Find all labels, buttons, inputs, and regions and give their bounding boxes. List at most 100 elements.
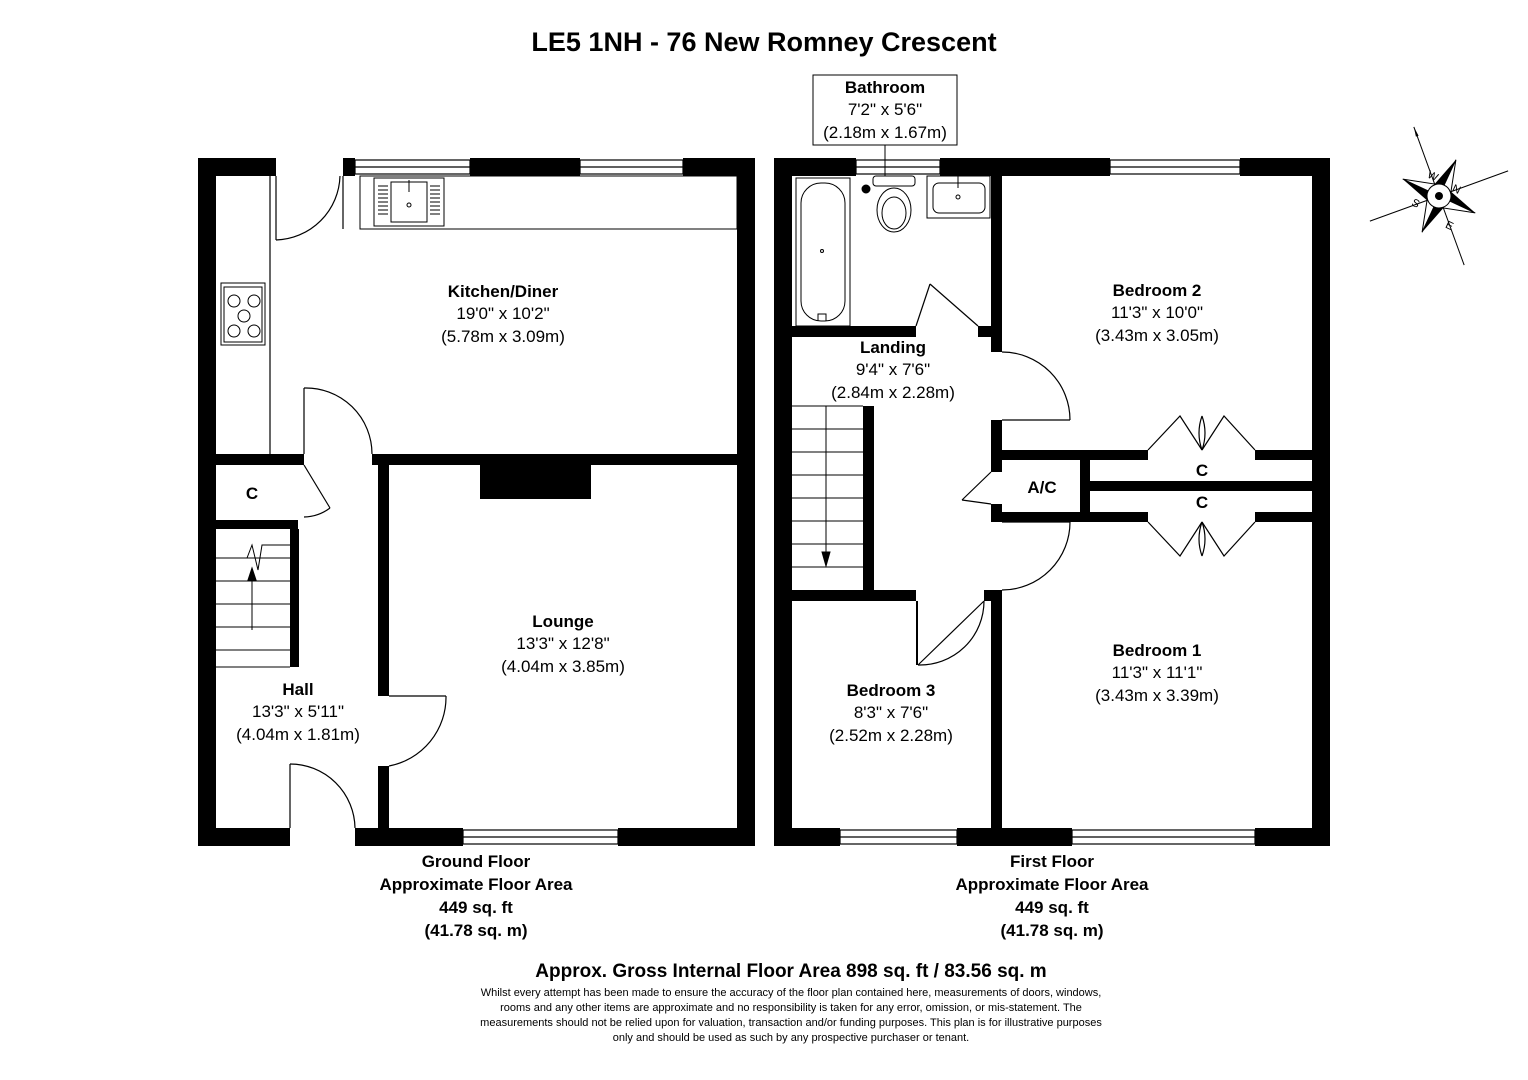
room-dimensions-metric: (2.84m x 2.28m) xyxy=(831,383,955,402)
disclaimer-line: measurements should not be relied upon f… xyxy=(480,1017,1102,1029)
wall xyxy=(372,454,737,465)
wall xyxy=(991,420,1002,460)
wall xyxy=(618,828,755,846)
room-dimensions-metric: (3.43m x 3.39m) xyxy=(1095,686,1219,705)
wall xyxy=(1002,512,1148,522)
chimney-breast xyxy=(480,465,591,499)
bathroom-fixtures xyxy=(795,175,991,327)
toilet-icon xyxy=(861,175,916,233)
ground-floor-windows xyxy=(354,159,684,845)
bathroom-callout: Bathroom 7'2" x 5'6" (2.18m x 1.67m) xyxy=(812,74,958,176)
room-name: Kitchen/Diner xyxy=(448,282,559,301)
compass-e-label: E xyxy=(1443,219,1455,233)
wall xyxy=(978,326,1002,337)
cupboard-label: C xyxy=(1196,461,1208,480)
room-dimensions-metric: (4.04m x 3.85m) xyxy=(501,657,625,676)
bedroom2-label: Bedroom 2 11'3" x 10'0" (3.43m x 3.05m) xyxy=(1095,281,1219,345)
wall xyxy=(355,828,463,846)
disclaimer-line: only and should be used as such by any p… xyxy=(613,1032,970,1044)
wall xyxy=(198,828,290,846)
wall xyxy=(957,828,1072,846)
floor-label: Ground Floor xyxy=(422,852,531,871)
room-name: Landing xyxy=(860,338,926,357)
stairs-icon xyxy=(792,405,863,568)
hall-label: Hall 13'3" x 5'11" (4.04m x 1.81m) xyxy=(236,680,360,744)
basin-icon xyxy=(926,175,991,219)
room-name: Bedroom 2 xyxy=(1113,281,1202,300)
first-floor-plan xyxy=(774,158,1330,846)
room-dimensions-metric: (4.04m x 1.81m) xyxy=(236,725,360,744)
wall xyxy=(378,766,389,846)
kitchen-label: Kitchen/Diner 19'0" x 10'2" (5.78m x 3.0… xyxy=(441,282,565,346)
room-dimensions-metric: (3.43m x 3.05m) xyxy=(1095,326,1219,345)
wall xyxy=(863,406,874,600)
room-dimensions-metric: (5.78m x 3.09m) xyxy=(441,327,565,346)
room-dimensions-imperial: 9'4" x 7'6" xyxy=(856,360,930,379)
disclaimer-line: Whilst every attempt has been made to en… xyxy=(481,987,1102,999)
landing-label: Landing 9'4" x 7'6" (2.84m x 2.28m) xyxy=(831,338,955,402)
wall xyxy=(774,158,792,846)
disclaimer-line: rooms and any other items are approximat… xyxy=(500,1002,1082,1014)
room-dimensions-imperial: 11'3" x 11'1" xyxy=(1112,663,1203,682)
wall xyxy=(940,158,1110,176)
room-dimensions-imperial: 8'3" x 7'6" xyxy=(854,703,928,722)
room-name: Hall xyxy=(282,680,313,699)
wall xyxy=(1080,460,1090,520)
area-sqm: (41.78 sq. m) xyxy=(1001,921,1104,940)
ground-floor-doors xyxy=(269,175,447,829)
wall xyxy=(470,158,580,176)
bedroom1-label: Bedroom 1 11'3" x 11'1" (3.43m x 3.39m) xyxy=(1095,641,1219,705)
bedroom3-label: Bedroom 3 8'3" x 7'6" (2.52m x 2.28m) xyxy=(829,681,953,745)
compass-s-label: S xyxy=(1410,197,1422,211)
wall xyxy=(774,828,840,846)
callout-box xyxy=(812,74,958,146)
hob-icon xyxy=(220,282,266,346)
wall xyxy=(1255,828,1330,846)
area-label: Approximate Floor Area xyxy=(379,875,573,894)
bath-icon xyxy=(795,177,851,327)
room-dimensions-imperial: 7'2" x 5'6" xyxy=(848,100,922,119)
room-dimensions-metric: (2.52m x 2.28m) xyxy=(829,726,953,745)
wall xyxy=(198,158,216,846)
sink-icon xyxy=(373,177,445,227)
cupboard-label: C xyxy=(246,484,258,503)
room-dimensions-imperial: 11'3" x 10'0" xyxy=(1111,303,1203,322)
first-floor-area: First Floor Approximate Floor Area 449 s… xyxy=(955,852,1149,940)
wall xyxy=(343,158,355,176)
gross-internal-area: Approx. Gross Internal Floor Area 898 sq… xyxy=(535,961,1046,982)
page-title: LE5 1NH - 76 New Romney Crescent xyxy=(531,27,996,57)
wall xyxy=(378,454,389,696)
wall xyxy=(737,158,755,846)
room-name: Bedroom 1 xyxy=(1113,641,1202,660)
wall xyxy=(1255,450,1312,460)
room-dimensions-imperial: 19'0" x 10'2" xyxy=(456,304,549,323)
wall xyxy=(290,529,299,667)
ground-floor-area: Ground Floor Approximate Floor Area 449 … xyxy=(379,852,573,940)
wall xyxy=(991,504,1002,522)
floor-label: First Floor xyxy=(1010,852,1094,871)
first-floor-windows xyxy=(839,159,1256,845)
wall xyxy=(1002,450,1148,460)
area-sqft: 449 sq. ft xyxy=(439,898,513,917)
wall xyxy=(1240,158,1330,176)
room-name: Bathroom xyxy=(845,78,925,97)
area-sqft: 449 sq. ft xyxy=(1015,898,1089,917)
wall xyxy=(991,176,1002,352)
wall xyxy=(792,326,916,337)
wall xyxy=(1255,512,1312,522)
lounge-label: Lounge 13'3" x 12'8" (4.04m x 3.85m) xyxy=(501,612,625,676)
cupboard-label: C xyxy=(1196,493,1208,512)
stairs-icon xyxy=(216,543,290,668)
wall xyxy=(792,590,916,601)
wall xyxy=(774,158,856,176)
wall xyxy=(991,590,1002,828)
airing-cupboard-label: A/C xyxy=(1027,478,1056,497)
wall xyxy=(198,158,276,176)
first-floor-doors xyxy=(915,283,1256,666)
wall xyxy=(1312,158,1330,846)
wall xyxy=(991,460,1002,472)
room-name: Lounge xyxy=(532,612,593,631)
disclaimer: Whilst every attempt has been made to en… xyxy=(480,987,1102,1044)
compass-rose-icon: N E S W xyxy=(1369,126,1509,266)
